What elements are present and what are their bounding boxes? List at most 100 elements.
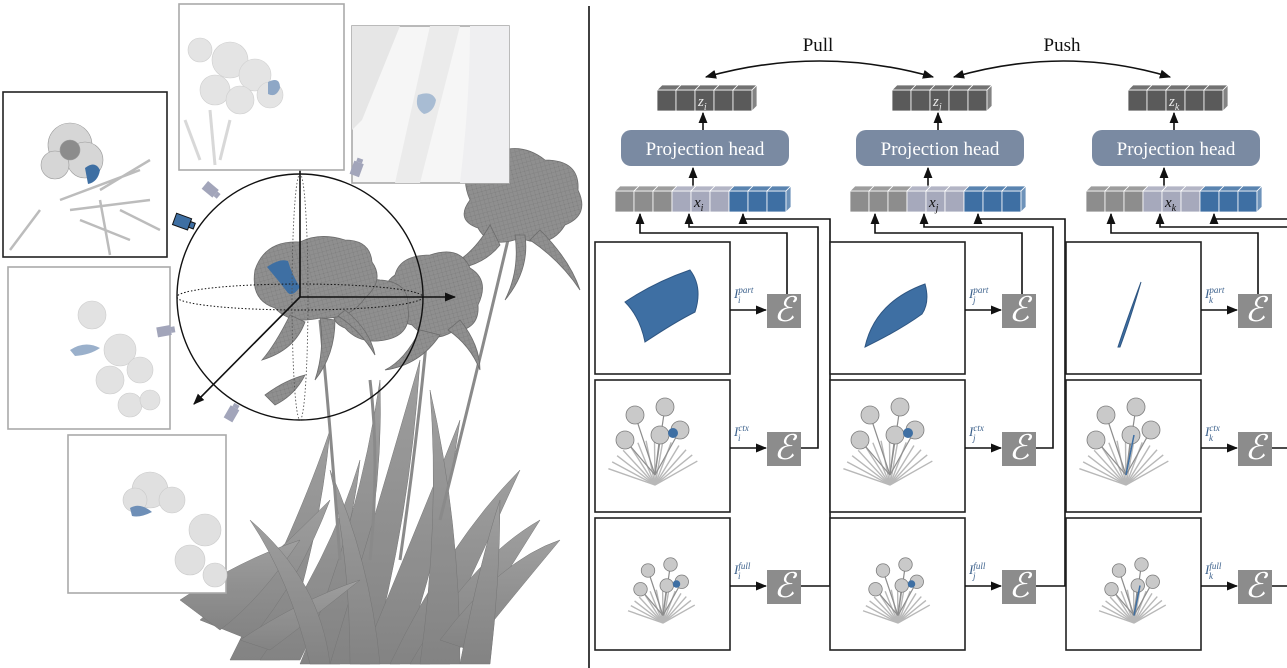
- encoder-block: ℰ: [1002, 292, 1036, 329]
- x-vector-cell: [1001, 185, 1027, 213]
- svg-text:ℰ: ℰ: [774, 430, 798, 467]
- plant-mesh-icon: [179, 148, 583, 665]
- x-vector-cell: [1218, 185, 1244, 213]
- z-vector-cell: [732, 84, 758, 112]
- part-shape: [624, 269, 699, 343]
- x-vector-cell: [1085, 185, 1111, 213]
- plant-render: [862, 557, 931, 624]
- wire-full: [738, 212, 831, 587]
- svg-text:ℰ: ℰ: [1009, 430, 1033, 467]
- x-vector-label: xk: [1164, 195, 1177, 214]
- push-label: Push: [1044, 35, 1081, 56]
- projection-head-label: Projection head: [881, 139, 1000, 160]
- wire-full: [1209, 212, 1287, 587]
- wire-ctx: [684, 212, 819, 449]
- encoder-block: ℰ: [767, 292, 801, 329]
- plant-render: [627, 557, 696, 624]
- view-thumbnail-top-right: [351, 25, 510, 184]
- wire-part: [870, 212, 1023, 294]
- encoder-block: ℰ: [1002, 568, 1036, 605]
- z-vector-cell: [1203, 84, 1229, 112]
- x-vector-label: xj: [928, 195, 939, 214]
- svg-text:ℰ: ℰ: [1245, 292, 1269, 329]
- z-vector-cell: [1146, 84, 1172, 112]
- x-vector-cell: [1237, 185, 1263, 213]
- push-arrow: [952, 60, 1172, 79]
- view-thumbnail-top: [178, 3, 345, 171]
- x-vector-cell: [652, 185, 678, 213]
- encoder-block: ℰ: [1238, 430, 1272, 467]
- svg-text:ℰ: ℰ: [1009, 568, 1033, 605]
- x-vector-cell: [633, 185, 659, 213]
- x-vector-cell: [906, 185, 932, 213]
- z-vector-cell: [656, 84, 682, 112]
- projection-head: Projection head: [1092, 130, 1260, 166]
- x-vector-label: xi: [693, 195, 704, 214]
- view-thumbnail-bottom: [67, 434, 228, 594]
- x-vector-cell: [728, 185, 754, 213]
- x-vector-cell: [1123, 185, 1149, 213]
- z-vector-cell: [1165, 84, 1191, 112]
- wire-part: [635, 212, 788, 294]
- projection-head: Projection head: [621, 130, 789, 166]
- camera-icon-selected: [171, 212, 196, 231]
- encoder-block: ℰ: [1238, 568, 1272, 605]
- z-vector-cell: [910, 84, 936, 112]
- x-vector-cell: [944, 185, 970, 213]
- x-vector-cell: [614, 185, 640, 213]
- wire-part: [1106, 212, 1259, 294]
- svg-text:ℰ: ℰ: [1245, 430, 1269, 467]
- x-vector-cell: [963, 185, 989, 213]
- part-shape: [864, 283, 928, 348]
- svg-text:ℰ: ℰ: [1245, 568, 1269, 605]
- projection-head-label: Projection head: [1117, 139, 1236, 160]
- z-vector-label: zk: [1168, 94, 1180, 113]
- z-vector-label: zi: [697, 94, 707, 113]
- z-vector-cell: [929, 84, 955, 112]
- x-vector-cell: [1142, 185, 1168, 213]
- plant-render: [843, 397, 933, 486]
- plant-render: [608, 397, 698, 486]
- svg-text:ℰ: ℰ: [774, 568, 798, 605]
- pull-arrow: [704, 60, 935, 79]
- svg-text:ℰ: ℰ: [1009, 292, 1033, 329]
- pull-label: Pull: [803, 35, 834, 56]
- encoder-block: ℰ: [767, 568, 801, 605]
- projection-head: Projection head: [856, 130, 1024, 166]
- encoder-block: ℰ: [767, 430, 801, 467]
- view-thumbnail-left-selected: [2, 91, 168, 258]
- view-thumbnail-left-mid: [7, 266, 171, 430]
- z-vector-cell: [967, 84, 993, 112]
- projection-head-label: Projection head: [646, 139, 765, 160]
- plant-render: [1098, 557, 1167, 624]
- x-vector-cell: [690, 185, 716, 213]
- wire-ctx: [919, 212, 1054, 449]
- camera-icon: [156, 157, 364, 423]
- wire-full: [973, 212, 1066, 587]
- encoder-block: ℰ: [1238, 292, 1272, 329]
- part-shape: [1117, 281, 1142, 348]
- x-vector-cell: [766, 185, 792, 213]
- plant-render: [1079, 397, 1169, 486]
